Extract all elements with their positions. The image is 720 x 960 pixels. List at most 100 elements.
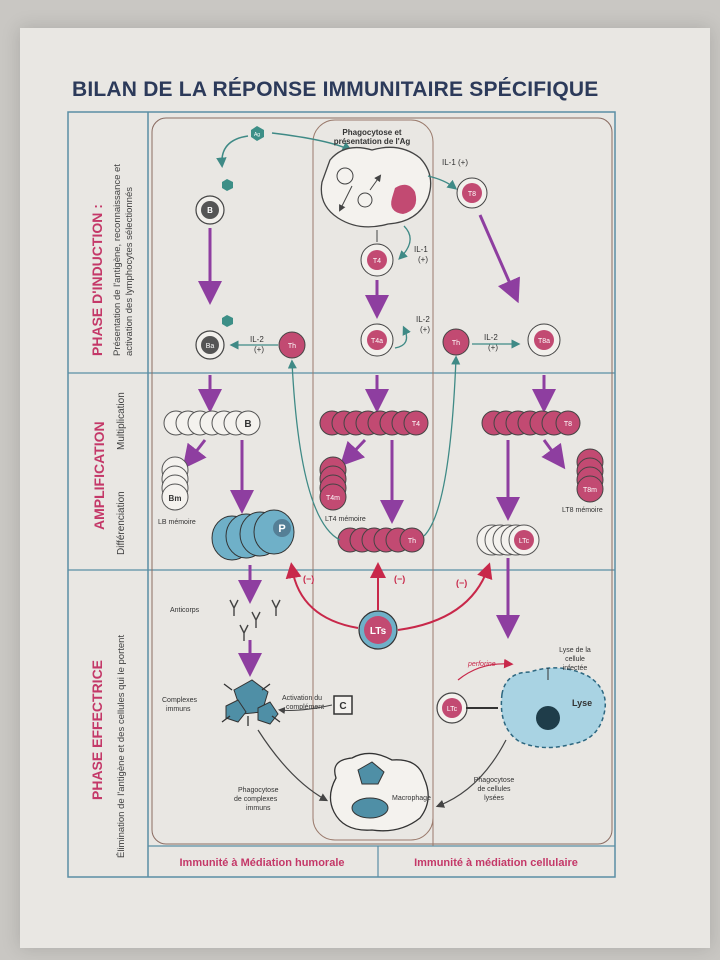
il1-label: IL-1	[414, 245, 428, 254]
th-clone-label: Th	[408, 538, 416, 545]
t4-label: T4	[373, 258, 381, 265]
phago-cellules-label-2: de cellules	[477, 786, 511, 793]
t4-clone-row	[319, 410, 429, 436]
th-clone-row	[337, 527, 425, 553]
lts-cell	[364, 616, 392, 644]
complement-c-label: C	[339, 701, 346, 712]
t8a-label: T8a	[538, 338, 550, 345]
lyse-cellule-label-3: infectée	[563, 665, 588, 672]
phase-amplification-desc2: Multiplication	[116, 392, 127, 450]
ag-to-macrophage-arrow	[271, 132, 353, 152]
ag-to-b-arrow	[216, 135, 249, 168]
phase-induction-name: PHASE D'INDUCTION :	[89, 204, 105, 356]
t4-clone-label: T4	[412, 421, 420, 428]
perforine-label: perforine	[467, 661, 496, 668]
il2-mid-label: IL-2	[416, 315, 430, 324]
central-column	[312, 119, 434, 841]
t4m-label: T4m	[326, 495, 340, 502]
complexes-label-1: Complexes	[162, 697, 198, 704]
lb-memoire-label: LB mémoire	[158, 519, 196, 526]
th-to-ba-feedback	[287, 359, 341, 541]
lyse-label: Lyse	[572, 698, 592, 708]
th-right-label: Th	[452, 340, 460, 347]
il1-plus-label: IL-1 (+)	[442, 158, 468, 167]
il1-plus-small: (+)	[418, 255, 428, 264]
phagosome-2	[357, 192, 373, 208]
minus-mid: (−)	[394, 574, 405, 584]
lt4-memoire-label: LT4 mémoire	[325, 516, 366, 523]
phase-amplification-name: AMPLIFICATION	[91, 421, 107, 530]
phago-cellules-label-1: Phagocytose	[474, 777, 515, 784]
activation-label-2: complément	[286, 704, 324, 711]
t8-label: T8	[468, 191, 476, 198]
lt8-memoire-label: LT8 mémoire	[562, 507, 603, 514]
page-title: BILAN DE LA RÉPONSE IMMUNITAIRE SPÉCIFIQ…	[72, 78, 599, 101]
complexes-label-2: immuns	[166, 706, 191, 713]
phase-effectrice-desc1: Élimination de l'antigène et des cellule…	[116, 635, 127, 858]
lyse-cellule-label-1: Lyse de la	[559, 647, 591, 654]
macrophage-nucleus	[391, 184, 417, 214]
t4a-cell	[367, 330, 387, 350]
antigen-icon	[251, 126, 264, 141]
phagocytose-label-1: Phagocytose et	[342, 128, 401, 137]
th-left-label: Th	[288, 343, 296, 350]
activation-label-1: Activation du	[282, 695, 322, 702]
t8a-cell	[534, 330, 554, 350]
antibody-icons	[229, 599, 281, 641]
minus-right: (−)	[456, 578, 467, 588]
t8-cell	[462, 183, 482, 203]
lyse-cellule-label-2: cellule	[565, 656, 585, 663]
ltc-clone-row	[476, 524, 540, 556]
ltc-effector-cell	[442, 698, 462, 718]
t8-clone-row	[481, 410, 581, 436]
t4-cell	[367, 250, 387, 270]
phago-cellules-label-3: lysées	[484, 795, 504, 802]
infected-cell-nucleus	[536, 706, 560, 730]
macrophage-label: Macrophage	[392, 795, 431, 802]
lts-inhibits-cellular	[397, 562, 493, 631]
t8m-label: T8m	[583, 487, 597, 494]
macrophage-bottom	[329, 752, 429, 832]
b-clone-label: B	[244, 419, 251, 430]
ag-label-top: Ag	[254, 132, 260, 138]
bm-label: Bm	[169, 494, 182, 503]
t8-clone-label: T8	[564, 421, 572, 428]
th-to-t8a-feedback	[423, 355, 461, 537]
il2-right-plus: (+)	[488, 343, 498, 352]
t4-memory-stack	[319, 456, 347, 511]
ltc-effector-label: LTc	[447, 706, 458, 713]
anticorps-label: Anticorps	[170, 607, 200, 614]
immune-complex	[221, 679, 281, 726]
t8-memory-stack	[576, 448, 604, 503]
lts-inhibits-humoral	[285, 562, 359, 629]
ltc-clone-label: LTc	[519, 538, 530, 545]
b-label: B	[207, 206, 213, 215]
ba-cell	[201, 336, 219, 354]
il2-mid-plus: (+)	[420, 325, 430, 334]
b-memory-stack	[161, 456, 189, 511]
phagosome-1	[336, 167, 354, 185]
complement-box	[333, 695, 353, 715]
b-clone-row	[163, 410, 261, 436]
lts-label: LTs	[370, 626, 387, 637]
phago-complexes-label-1: Phagocytose	[238, 787, 279, 794]
minus-left: (−)	[303, 574, 314, 584]
phase-effectrice-name: PHASE EFFECTRICE	[89, 660, 105, 800]
ba-label: Ba	[206, 343, 215, 350]
macrophage-cell	[320, 146, 432, 228]
phase-induction-desc1: Présentation de l'antigène, reconnaissan…	[112, 164, 123, 356]
b-cell	[201, 201, 219, 219]
phase-amplification-desc1: Différenciation	[116, 491, 127, 555]
plasmocyte-stack	[211, 509, 295, 561]
antigen-on-b-icon	[222, 179, 233, 191]
p-label: P	[278, 523, 285, 535]
phago-complexes-label-2: de complexes	[234, 796, 278, 803]
phase-induction-desc2: activation des lymphocytes sélectionnés	[124, 187, 135, 356]
t4a-label: T4a	[371, 338, 383, 345]
phago-complexes-label-3: immuns	[246, 805, 271, 812]
il2-left-label: IL-2	[250, 335, 264, 344]
macrophage-bottom-nucleus	[351, 797, 389, 819]
outer-frame	[67, 111, 616, 878]
phagocytose-label-2: présentation de l'Ag	[334, 137, 411, 146]
